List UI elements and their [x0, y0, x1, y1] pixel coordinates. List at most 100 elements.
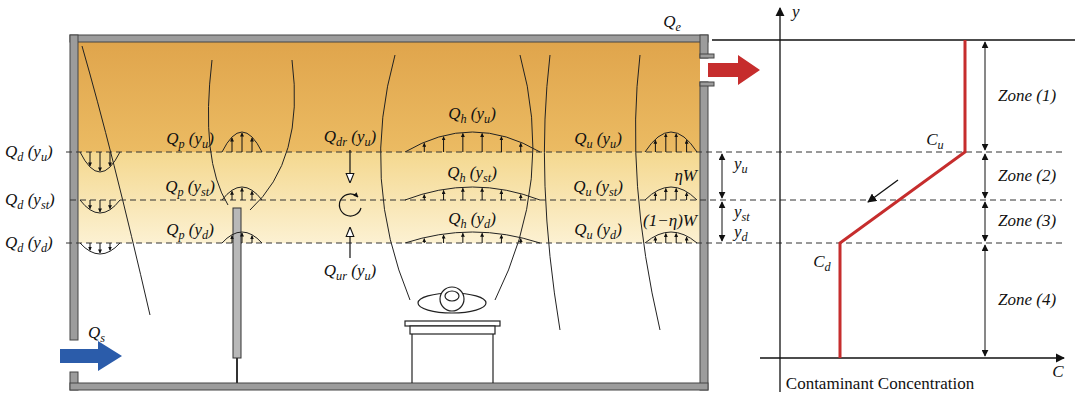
- flow-label: Qp (yd): [166, 220, 214, 240]
- height-label: yd: [734, 222, 748, 242]
- flow-arrow: [242, 133, 243, 152]
- flow-label: Qur (yu): [324, 261, 376, 281]
- profile-axes: [760, 357, 1064, 358]
- streamlines: [544, 55, 560, 330]
- concentration-profile: [840, 40, 965, 358]
- text-part: ): [47, 233, 53, 252]
- flow-arrow: [462, 188, 463, 200]
- flow-arrow: [676, 189, 677, 200]
- room-walls: [700, 54, 714, 58]
- text-part: ): [490, 104, 496, 123]
- flow-arrow: [100, 243, 101, 253]
- partition: [233, 208, 241, 358]
- subscript: d: [610, 228, 616, 242]
- flow-label: Qe: [663, 12, 681, 32]
- subscript: e: [675, 20, 680, 34]
- zone-brackets: [985, 42, 986, 356]
- text-part: ): [616, 129, 622, 148]
- subscript: st: [483, 171, 491, 185]
- zone-brackets: [985, 202, 986, 241]
- text-part: Q: [166, 129, 178, 148]
- flow-arrow: [520, 143, 521, 152]
- occupant-at-desk: [445, 291, 459, 301]
- flow-arrow: [520, 239, 521, 243]
- subscript: st: [201, 185, 209, 199]
- text-part: (: [185, 129, 195, 148]
- height-label: yu: [734, 154, 748, 174]
- zone-label: Zone (3): [998, 211, 1056, 231]
- flow-arrow: [424, 239, 425, 243]
- room-layers: [78, 42, 700, 243]
- dashed-levels: [66, 152, 1062, 153]
- room-layers: [78, 152, 700, 243]
- flow-arrow: [242, 233, 243, 243]
- flow-arc: [222, 132, 262, 152]
- subscript: s: [100, 331, 105, 345]
- flow-arrow: [462, 233, 463, 243]
- flow-arrow: [686, 237, 687, 243]
- zone-label: Zone (4): [998, 290, 1056, 310]
- text-part: y: [476, 104, 484, 123]
- text-part: ): [208, 129, 214, 148]
- text-part: y: [602, 129, 610, 148]
- subscript: h: [460, 112, 466, 126]
- flow-arrow: [90, 243, 91, 250]
- occupant-at-desk: [411, 334, 412, 383]
- subscript: u: [585, 185, 591, 199]
- subscript: u: [364, 269, 370, 283]
- text-part: y: [734, 154, 742, 173]
- subscript: st: [742, 210, 750, 224]
- zone-brackets: [985, 154, 986, 198]
- dashed-levels: [66, 243, 1062, 244]
- subscript: u: [610, 137, 616, 151]
- occupant-at-desk: [492, 334, 493, 383]
- flow-arrow: [462, 133, 463, 152]
- flow-label: Qh (yd): [448, 209, 496, 229]
- text-part: (: [23, 233, 33, 252]
- room-walls: [70, 35, 708, 42]
- text-part: y: [193, 177, 201, 196]
- partition: [233, 208, 241, 383]
- flow-arrow: [443, 137, 444, 152]
- subscript: u: [364, 135, 370, 149]
- text-part: Q: [88, 323, 100, 342]
- streamlines: [636, 55, 661, 330]
- layer-thickness-arrows: [722, 154, 723, 198]
- concentration-label: Cd: [813, 252, 830, 272]
- subscript: u: [938, 138, 944, 152]
- flow-arrow: [655, 237, 656, 243]
- flow-arrow: [443, 235, 444, 243]
- flow-arrow: [100, 152, 101, 171]
- flow-arrow: [655, 140, 656, 152]
- zone-brackets: [985, 245, 986, 356]
- profile-axes: [712, 39, 1075, 40]
- subscript: ur: [336, 269, 347, 283]
- text-part: Zone (1): [998, 86, 1056, 105]
- occupant-at-desk: [440, 287, 464, 311]
- streamlines: [495, 55, 533, 300]
- subscript: u: [742, 162, 748, 176]
- text-part: ): [617, 177, 623, 196]
- flow-arrow: [665, 233, 666, 243]
- axis-label: y: [792, 2, 800, 22]
- text-part: Q: [165, 177, 177, 196]
- zone-label: Zone (1): [998, 86, 1056, 106]
- text-part: y: [734, 222, 742, 241]
- text-part: (1−η)W: [643, 211, 697, 230]
- text-part: Q: [573, 177, 585, 196]
- text-part: y: [194, 220, 202, 239]
- zone-brackets: [985, 42, 986, 150]
- flow-arrow: [242, 188, 243, 200]
- occupant-at-desk: [405, 287, 500, 383]
- text-part: y: [194, 129, 202, 148]
- text-part: y: [734, 202, 742, 221]
- text-part: (: [466, 163, 476, 182]
- text-part: Q: [574, 129, 586, 148]
- flow-label: Qs: [88, 323, 105, 343]
- flow-arrow: [232, 191, 233, 200]
- flow-arrow: [90, 152, 91, 166]
- flow-arc: [80, 200, 120, 213]
- flow-arrow: [520, 195, 521, 200]
